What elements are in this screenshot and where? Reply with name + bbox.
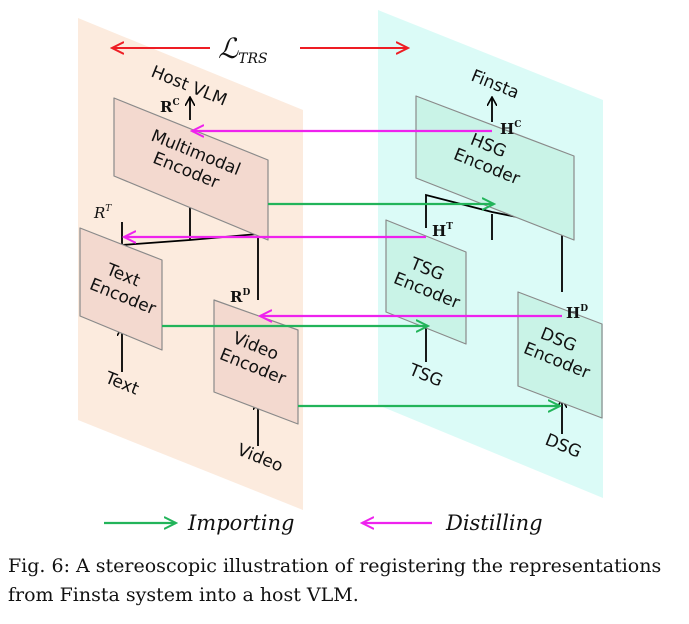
hd-label: HD [566,304,588,322]
figure-caption: Fig. 6: A stereoscopic illustration of r… [8,555,662,606]
right-join-lines [425,193,563,292]
rc-label: RC [160,98,180,116]
legend-importing-label: Importing [187,511,294,535]
ht-label: HT [432,222,453,240]
diagram: ℒTRS Host VLM Finsta Multimodal Encoder … [78,10,603,535]
tsg-encoder-box [385,219,467,345]
loss-label: ℒTRS [218,32,268,67]
text-encoder-box [79,227,163,351]
hc-label: HC [500,120,521,138]
rd-label: RD [230,288,250,306]
multimodal-encoder-box [113,97,269,241]
dsg-encoder-box [517,291,603,419]
legend-distilling-label: Distilling [445,511,543,535]
rt-label: RT [93,204,112,222]
